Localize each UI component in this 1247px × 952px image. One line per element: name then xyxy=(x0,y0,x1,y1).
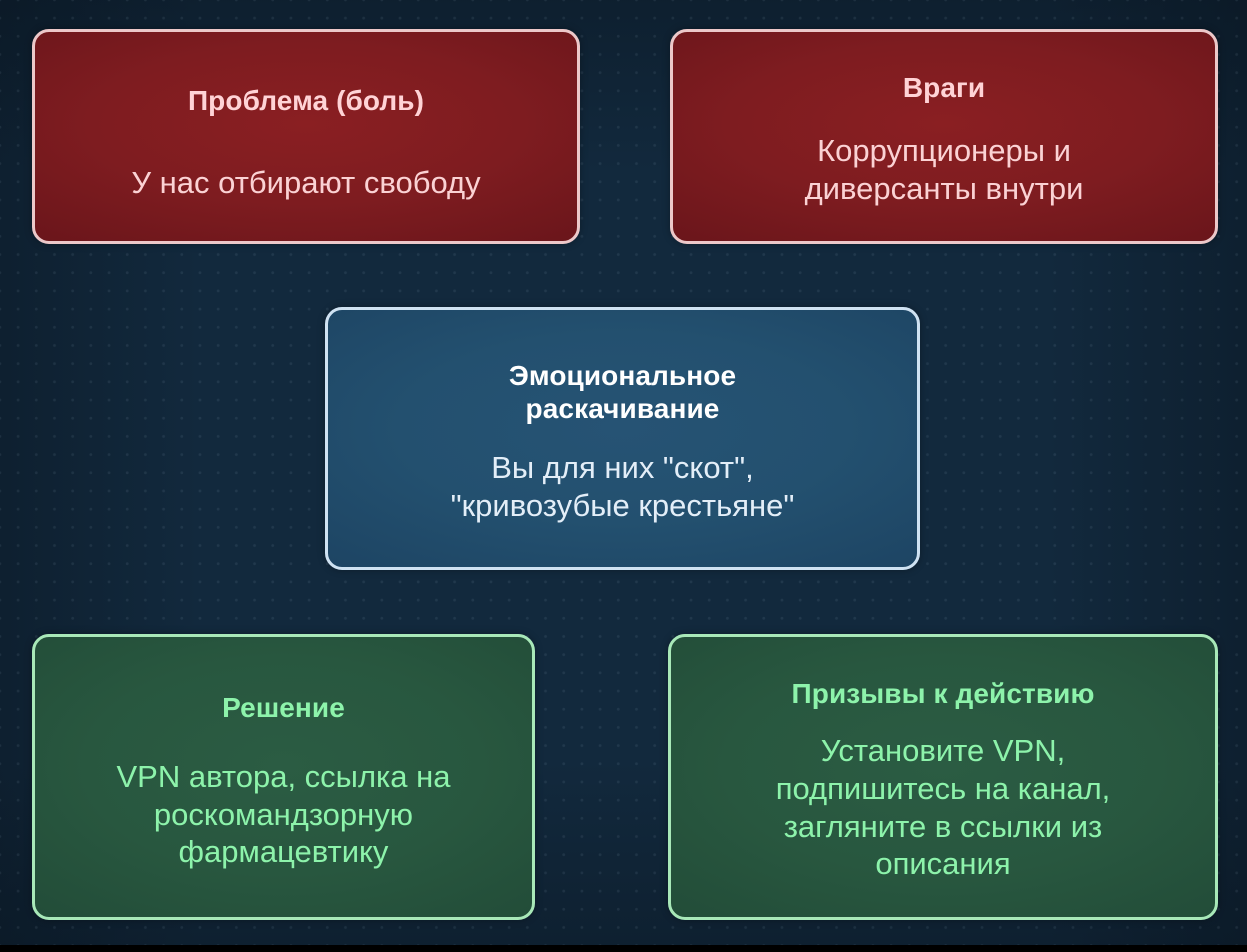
card-calls-to-action[interactable]: Призывы к действию Установите VPN,подпиш… xyxy=(668,634,1218,920)
card-calls-to-action-title: Призывы к действию xyxy=(791,677,1095,709)
card-calls-to-action-body: Установите VPN,подпишитесь на канал,загл… xyxy=(775,732,1111,882)
card-problem-pain-title: Проблема (боль) xyxy=(187,84,425,116)
card-emotional-swing-body: Вы для них "скот","кривозубые крестьяне" xyxy=(450,449,795,523)
card-solution-title: Решение xyxy=(222,691,345,723)
card-enemies-title: Враги xyxy=(902,72,986,104)
card-problem-pain[interactable]: Проблема (боль) У нас отбирают свободу xyxy=(32,29,580,244)
card-problem-pain-body: У нас отбирают свободу xyxy=(131,164,481,200)
bottom-black-strip xyxy=(0,945,1247,952)
